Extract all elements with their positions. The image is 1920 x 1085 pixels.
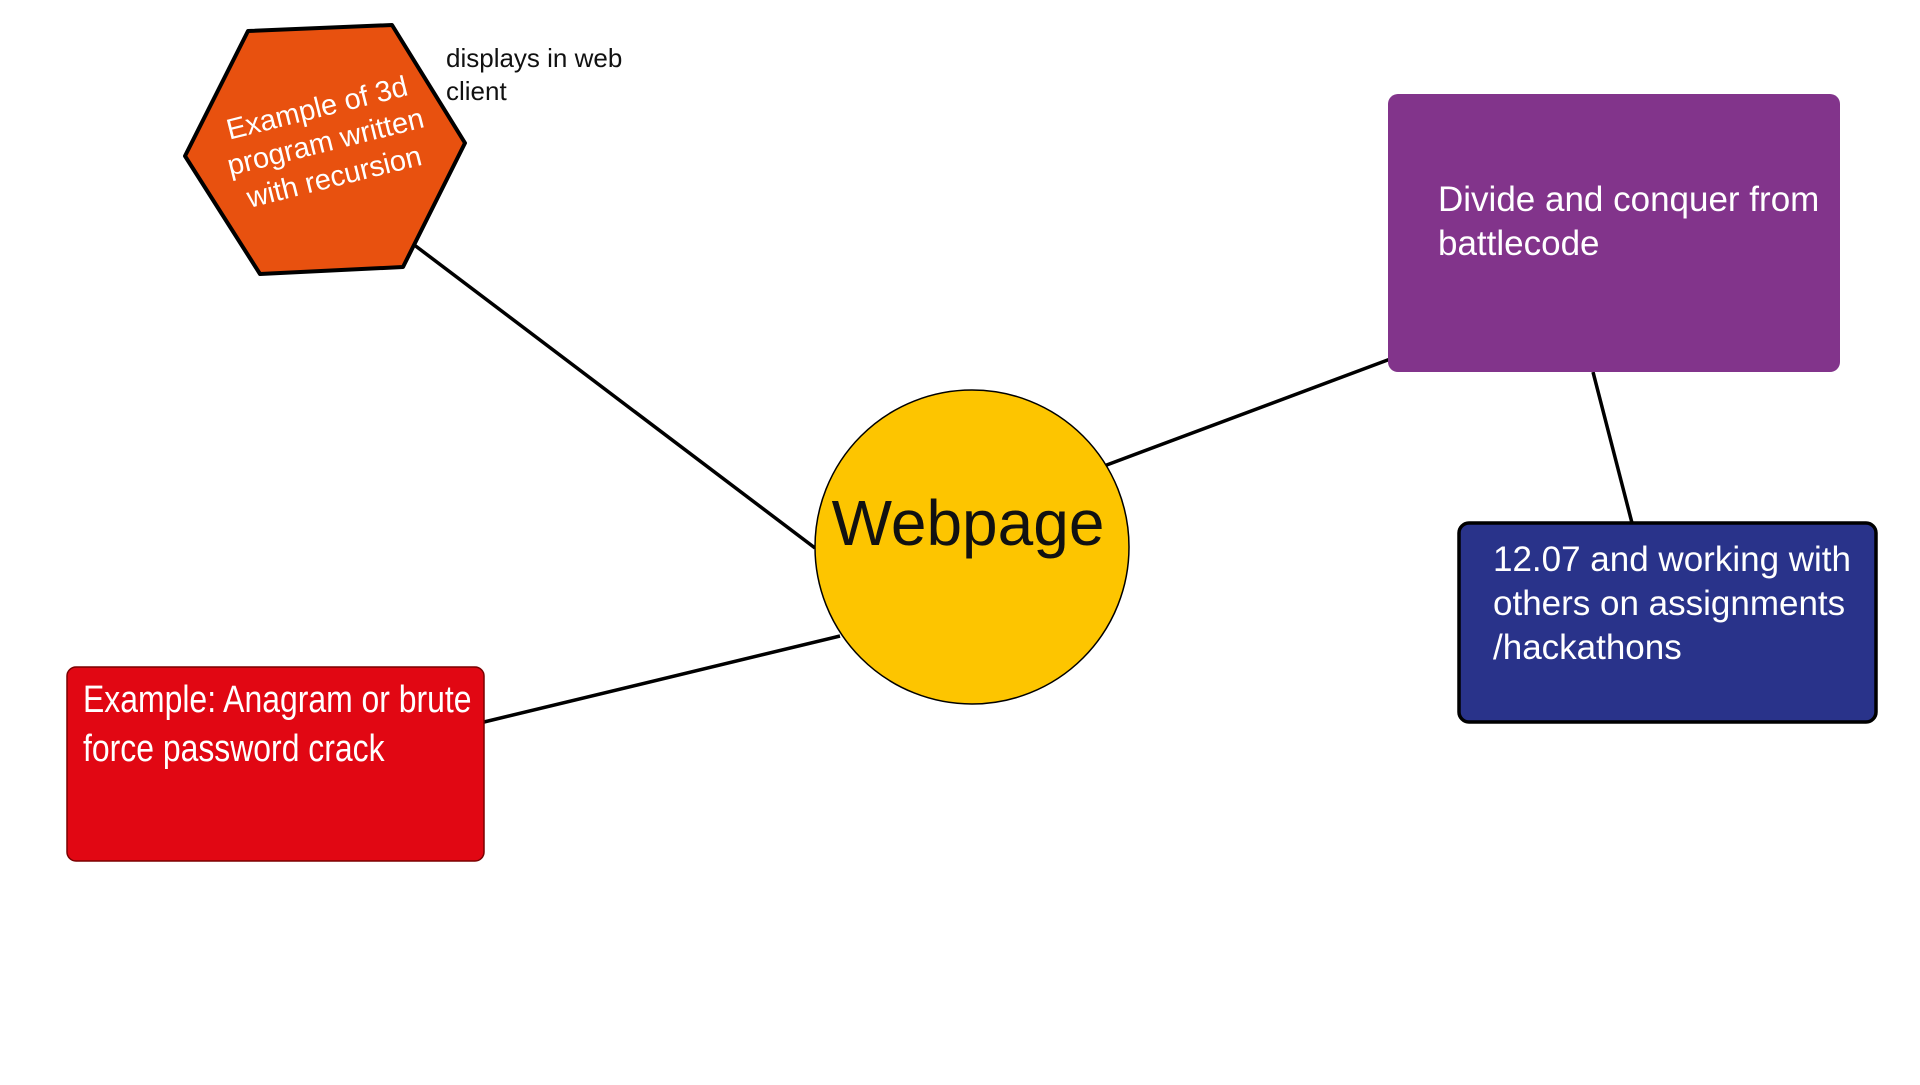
center-circle-node[interactable] [814,389,1130,705]
red-box-label: Example: Anagram or brute force password… [83,679,472,771]
note-label: displays in web client [446,43,623,106]
edge-center-red-box [483,634,841,724]
edge-purple-navy-box [1591,371,1634,524]
purple-box-node[interactable] [1388,94,1840,372]
navy-box-label: 12.07 and working with others on assignm… [1493,540,1851,667]
red-box-node[interactable] [66,666,485,862]
navy-box-node[interactable] [1457,521,1878,724]
edge-center-hexagon [411,242,817,550]
center-label: Webpage [831,487,1105,559]
hexagon-node[interactable] [183,23,467,276]
purple-box-label: Divide and conquer from battlecode [1438,180,1820,263]
edge-center-purple-box [1103,356,1394,468]
